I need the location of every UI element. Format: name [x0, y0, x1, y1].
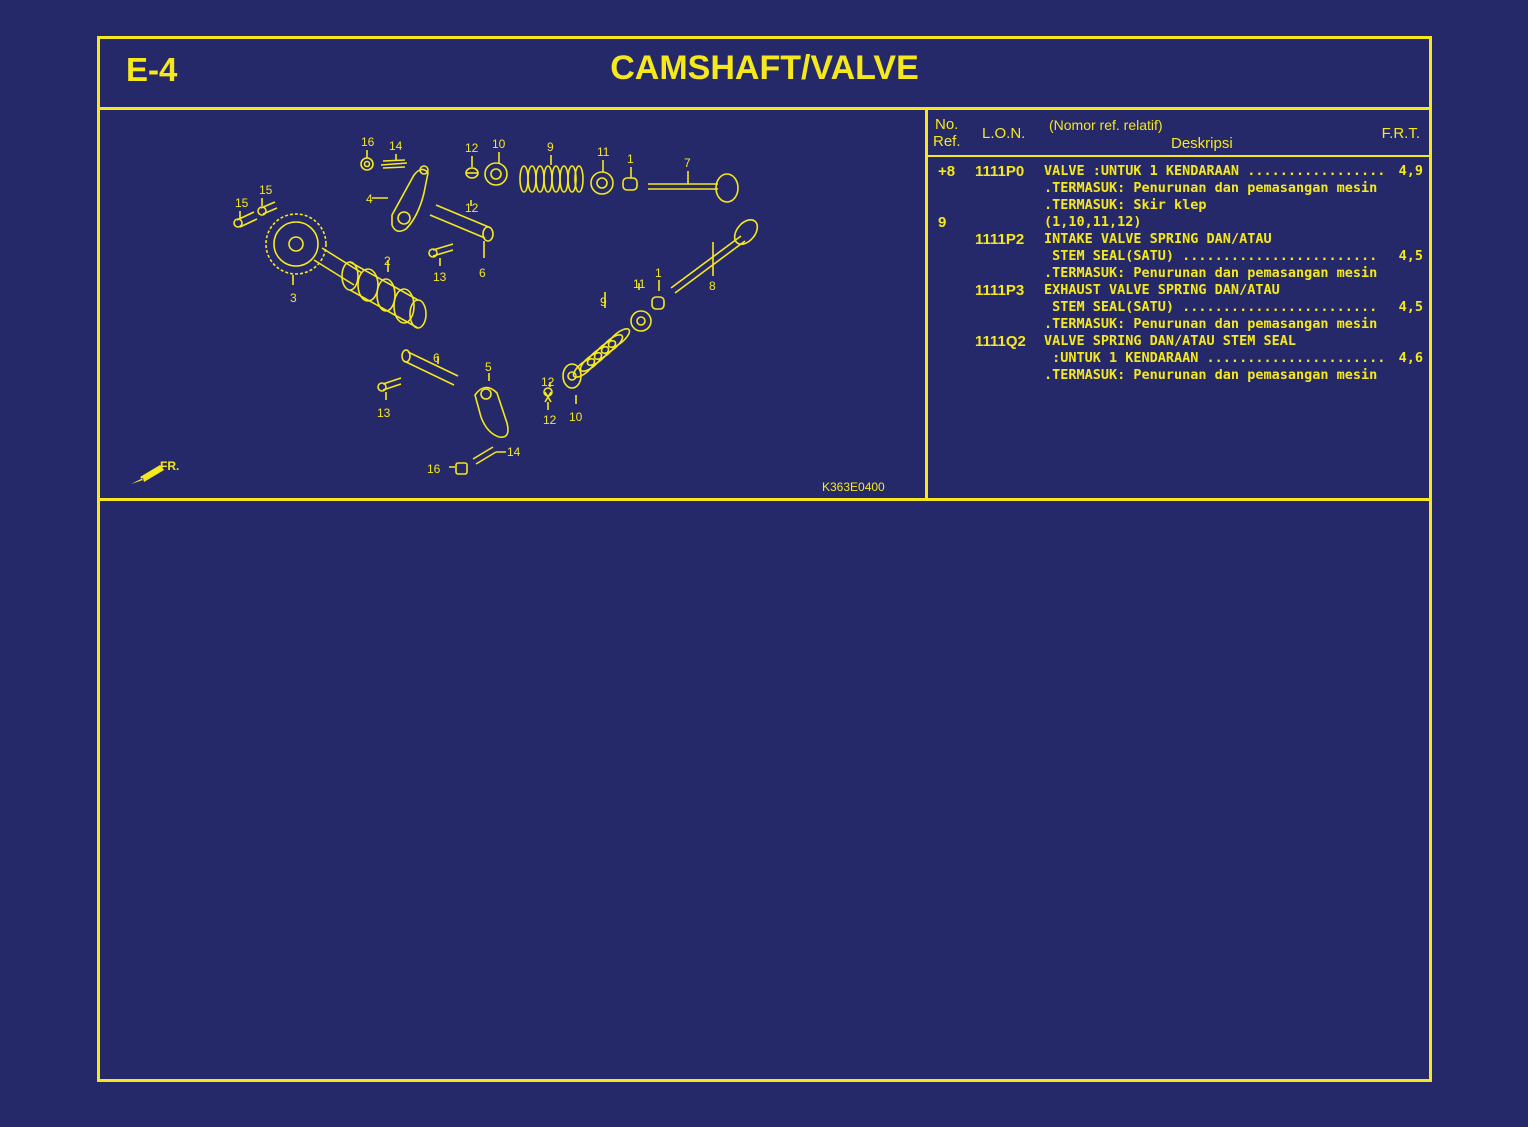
svg-text:12: 12	[465, 201, 479, 215]
row-description: .TERMASUK: Penurunan dan pemasangan mesi…	[1044, 265, 1378, 281]
svg-text:10: 10	[569, 410, 583, 424]
svg-text:13: 13	[433, 270, 447, 284]
table-row: .TERMASUK: Penurunan dan pemasangan mesi…	[928, 180, 1429, 197]
catalog-frame: E-4 CAMSHAFT/VALVE	[97, 36, 1432, 1082]
svg-text:13: 13	[377, 406, 391, 420]
row-lon: 1111P3	[975, 282, 1025, 299]
row-description: VALVE :UNTUK 1 KENDARAAN ...............…	[1044, 163, 1386, 179]
svg-text:8: 8	[709, 279, 716, 293]
row-frt: 4,9	[1398, 163, 1423, 179]
row-description: .TERMASUK: Penurunan dan pemasangan mesi…	[1044, 180, 1378, 196]
row-lon: 1111Q2	[975, 333, 1026, 350]
page-header: E-4 CAMSHAFT/VALVE	[100, 39, 1429, 110]
svg-text:12: 12	[543, 413, 557, 427]
svg-text:5: 5	[485, 360, 492, 374]
table-row: .TERMASUK: Skir klep	[928, 197, 1429, 214]
header-no: No.	[935, 116, 959, 133]
svg-text:6: 6	[479, 266, 486, 280]
table-row: 1111Q2 VALVE SPRING DAN/ATAU STEM SEAL	[928, 333, 1429, 350]
row-frt: 4,5	[1398, 299, 1423, 315]
row-description: .TERMASUK: Penurunan dan pemasangan mesi…	[1044, 316, 1378, 332]
svg-text:1: 1	[627, 152, 634, 166]
row-description: (1,10,11,12)	[1044, 214, 1142, 230]
table-row: .TERMASUK: Penurunan dan pemasangan mesi…	[928, 367, 1429, 384]
row-description: STEM SEAL(SATU) ........................	[1044, 299, 1378, 315]
row-ref: +8	[938, 163, 956, 180]
row-description: VALVE SPRING DAN/ATAU STEM SEAL	[1044, 333, 1296, 349]
svg-text:7: 7	[684, 156, 691, 170]
page-title: CAMSHAFT/VALVE	[610, 49, 919, 87]
diagram-callouts: 16 14 12 10 9 11 1 7 15 15 4 12 2 13 6 3	[235, 135, 716, 476]
upper-rocker-assembly	[391, 165, 494, 258]
row-description: EXHAUST VALVE SPRING DAN/ATAU	[1044, 282, 1280, 298]
svg-text:12: 12	[465, 141, 479, 155]
row-description: STEM SEAL(SATU) ........................	[1044, 248, 1378, 264]
svg-text:3: 3	[290, 291, 297, 305]
header-lon: L.O.N.	[982, 125, 1026, 142]
svg-text:10: 10	[492, 137, 506, 151]
table-row: 1111P2 INTAKE VALVE SPRING DAN/ATAU	[928, 231, 1429, 248]
section-code: E-4	[126, 51, 178, 88]
header-ref: Ref.	[933, 133, 961, 150]
header-desc-note: (Nomor ref. relatif)	[1049, 117, 1163, 133]
exploded-diagram: 16 14 12 10 9 11 1 7 15 15 4 12 2 13 6 3	[100, 110, 928, 498]
row-lon: 1111P0	[975, 163, 1025, 180]
row-description: :UNTUK 1 KENDARAAN .....................…	[1044, 350, 1386, 366]
front-arrow-icon	[131, 465, 164, 484]
svg-text:12: 12	[541, 375, 555, 389]
table-header: No. Ref. L.O.N. (Nomor ref. relatif) Des…	[928, 110, 1429, 157]
table-row: :UNTUK 1 KENDARAAN .....................…	[928, 350, 1429, 367]
lower-rocker-assembly	[377, 349, 509, 475]
table-row: .TERMASUK: Penurunan dan pemasangan mesi…	[928, 316, 1429, 333]
table-row: 1111P3 EXHAUST VALVE SPRING DAN/ATAU	[928, 282, 1429, 299]
front-mark: FR.	[160, 459, 179, 473]
svg-text:6: 6	[433, 351, 440, 365]
row-frt: 4,6	[1398, 350, 1423, 366]
upper-valve-assembly	[360, 157, 739, 203]
table-row: 9 (1,10,11,12)	[928, 214, 1429, 231]
table-row: .TERMASUK: Penurunan dan pemasangan mesi…	[928, 265, 1429, 282]
camshaft-assembly	[233, 201, 427, 329]
svg-text:16: 16	[427, 462, 441, 476]
parts-table: No. Ref. L.O.N. (Nomor ref. relatif) Des…	[928, 110, 1429, 498]
camshaft-valve-diagram: 16 14 12 10 9 11 1 7 15 15 4 12 2 13 6 3	[131, 135, 885, 494]
svg-text:11: 11	[597, 145, 610, 159]
svg-text:9: 9	[547, 140, 554, 154]
svg-text:11: 11	[633, 277, 646, 291]
svg-text:15: 15	[259, 183, 273, 197]
svg-text:14: 14	[389, 139, 403, 153]
row-description: INTAKE VALVE SPRING DAN/ATAU	[1044, 231, 1272, 247]
svg-text:9: 9	[600, 295, 607, 309]
row-frt: 4,5	[1398, 248, 1423, 264]
row-description: .TERMASUK: Penurunan dan pemasangan mesi…	[1044, 367, 1378, 383]
lower-valve-assembly	[543, 219, 759, 403]
svg-text:15: 15	[235, 196, 249, 210]
table-row: +8 1111P0 VALVE :UNTUK 1 KENDARAAN .......…	[928, 163, 1429, 180]
row-ref: 9	[938, 214, 947, 231]
svg-text:2: 2	[384, 254, 391, 268]
svg-text:1: 1	[655, 266, 662, 280]
svg-text:4: 4	[366, 192, 373, 206]
image-code: K363E0400	[822, 480, 885, 494]
row-lon: 1111P2	[975, 231, 1025, 248]
row-description: .TERMASUK: Skir klep	[1044, 197, 1207, 213]
content-area: 16 14 12 10 9 11 1 7 15 15 4 12 2 13 6 3	[100, 110, 1429, 501]
svg-text:14: 14	[507, 445, 521, 459]
table-body: +8 1111P0 VALVE :UNTUK 1 KENDARAAN .......…	[928, 163, 1429, 384]
table-row: STEM SEAL(SATU) ........................…	[928, 299, 1429, 316]
header-desc: Deskripsi	[1171, 135, 1233, 152]
header-frt: F.R.T.	[1381, 125, 1420, 142]
svg-text:16: 16	[361, 135, 375, 149]
table-row: STEM SEAL(SATU) ........................…	[928, 248, 1429, 265]
